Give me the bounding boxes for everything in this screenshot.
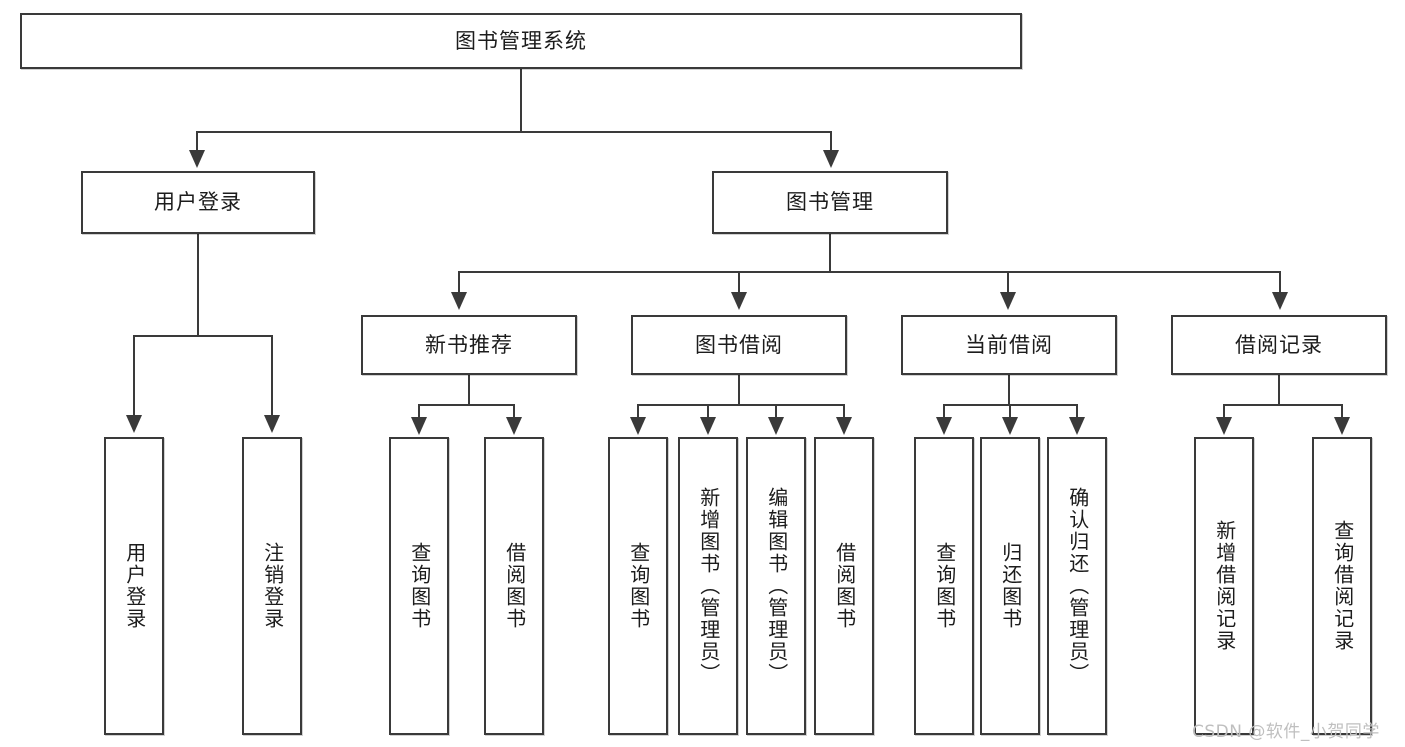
arrowhead-book-borrow	[731, 292, 747, 310]
arrowhead-leaf-edit-book	[768, 417, 784, 435]
node-leaf-edit-book-label: 编辑图书（管理员）	[764, 487, 789, 685]
node-root[interactable]: 图书管理系统	[20, 13, 1022, 69]
edge-root-bus	[196, 131, 832, 133]
arrowhead-leaf-query-book-3	[936, 417, 952, 435]
arrowhead-book-manage	[823, 150, 839, 168]
edge-user-login-to-leaf-login	[133, 335, 135, 419]
node-root-label: 图书管理系统	[455, 28, 587, 53]
arrowhead-leaf-logout	[264, 415, 280, 433]
node-book-manage[interactable]: 图书管理	[712, 171, 948, 234]
edge-root-trunk	[520, 68, 522, 132]
node-leaf-borrow-book-2[interactable]: 借阅图书	[814, 437, 874, 735]
node-leaf-query-book-3[interactable]: 查询图书	[914, 437, 974, 735]
edge-book-borrow-trunk	[738, 374, 740, 405]
arrowhead-leaf-user-login	[126, 415, 142, 433]
node-book-borrow-label: 图书借阅	[695, 332, 783, 357]
node-leaf-confirm-return[interactable]: 确认归还（管理员）	[1047, 437, 1107, 735]
edge-user-login-bus	[133, 335, 273, 337]
arrowhead-leaf-confirm-return	[1069, 417, 1085, 435]
node-leaf-query-record-label: 查询借阅记录	[1330, 520, 1355, 652]
arrowhead-leaf-add-record	[1216, 417, 1232, 435]
node-leaf-edit-book[interactable]: 编辑图书（管理员）	[746, 437, 806, 735]
arrowhead-leaf-query-book-1	[411, 417, 427, 435]
arrowhead-current-borrow	[1000, 292, 1016, 310]
edge-borrow-record-to-query	[1341, 404, 1343, 420]
edge-book-borrow-bus	[637, 404, 844, 406]
edge-borrow-record-bus	[1223, 404, 1342, 406]
node-leaf-borrow-book-1[interactable]: 借阅图书	[484, 437, 544, 735]
edge-current-borrow-to-confirm	[1076, 404, 1078, 420]
node-current-borrow-label: 当前借阅	[965, 332, 1053, 357]
node-leaf-logout[interactable]: 注销登录	[242, 437, 302, 735]
arrowhead-user-login	[189, 150, 205, 168]
edge-book-borrow-to-edit	[775, 404, 777, 420]
node-leaf-query-book-1[interactable]: 查询图书	[389, 437, 449, 735]
edge-current-borrow-to-return	[1009, 404, 1011, 420]
edge-book-manage-to-current-borrow	[1007, 271, 1009, 295]
edge-borrow-record-trunk	[1278, 374, 1280, 405]
edge-current-borrow-to-query	[943, 404, 945, 420]
node-leaf-borrow-book-2-label: 借阅图书	[832, 542, 857, 630]
edge-book-borrow-to-borrow	[843, 404, 845, 420]
node-leaf-add-record-label: 新增借阅记录	[1212, 520, 1237, 652]
edge-current-borrow-trunk	[1008, 374, 1010, 405]
edge-root-to-book-manage	[830, 131, 832, 156]
arrowhead-leaf-borrow-book-2	[836, 417, 852, 435]
node-leaf-query-book-3-label: 查询图书	[932, 542, 957, 630]
node-leaf-add-book[interactable]: 新增图书（管理员）	[678, 437, 738, 735]
node-leaf-confirm-return-label: 确认归还（管理员）	[1065, 487, 1090, 685]
edge-book-manage-to-book-borrow	[738, 271, 740, 295]
node-leaf-return-book-label: 归还图书	[998, 542, 1023, 630]
node-leaf-borrow-book-1-label: 借阅图书	[502, 542, 527, 630]
node-user-login-label: 用户登录	[154, 190, 242, 215]
node-new-book-rec-label: 新书推荐	[425, 332, 513, 357]
node-current-borrow[interactable]: 当前借阅	[901, 315, 1117, 375]
node-leaf-query-record[interactable]: 查询借阅记录	[1312, 437, 1372, 735]
edge-root-to-user-login	[196, 131, 198, 156]
edge-book-manage-to-new-book-rec	[458, 271, 460, 295]
arrowhead-borrow-record	[1272, 292, 1288, 310]
edge-new-book-rec-to-borrow	[513, 404, 515, 420]
node-leaf-add-record[interactable]: 新增借阅记录	[1194, 437, 1254, 735]
arrowhead-leaf-query-record	[1334, 417, 1350, 435]
node-leaf-query-book-1-label: 查询图书	[407, 542, 432, 630]
node-leaf-return-book[interactable]: 归还图书	[980, 437, 1040, 735]
edge-book-borrow-to-add	[707, 404, 709, 420]
node-borrow-record-label: 借阅记录	[1235, 332, 1323, 357]
edge-new-book-rec-trunk	[468, 374, 470, 405]
edge-book-borrow-to-query	[637, 404, 639, 420]
edge-user-login-to-leaf-logout	[271, 335, 273, 419]
edge-new-book-rec-to-query	[418, 404, 420, 420]
node-leaf-query-book-2[interactable]: 查询图书	[608, 437, 668, 735]
node-leaf-user-login[interactable]: 用户登录	[104, 437, 164, 735]
node-user-login[interactable]: 用户登录	[81, 171, 315, 234]
watermark-text: CSDN @软件_小贺同学	[1192, 722, 1380, 742]
edge-book-manage-bus	[458, 271, 1281, 273]
edge-book-manage-trunk	[829, 233, 831, 273]
edge-book-manage-to-borrow-record	[1279, 271, 1281, 295]
edge-new-book-rec-bus	[418, 404, 515, 406]
node-new-book-rec[interactable]: 新书推荐	[361, 315, 577, 375]
node-leaf-user-login-label: 用户登录	[122, 542, 147, 630]
node-book-borrow[interactable]: 图书借阅	[631, 315, 847, 375]
edge-borrow-record-to-add	[1223, 404, 1225, 420]
node-leaf-add-book-label: 新增图书（管理员）	[696, 487, 721, 685]
arrowhead-leaf-borrow-book-1	[506, 417, 522, 435]
node-borrow-record[interactable]: 借阅记录	[1171, 315, 1387, 375]
node-book-manage-label: 图书管理	[786, 190, 874, 215]
arrowhead-leaf-add-book	[700, 417, 716, 435]
arrowhead-leaf-query-book-2	[630, 417, 646, 435]
node-leaf-query-book-2-label: 查询图书	[626, 542, 651, 630]
edge-user-login-trunk	[197, 233, 199, 336]
node-leaf-logout-label: 注销登录	[260, 542, 285, 630]
arrowhead-new-book-rec	[451, 292, 467, 310]
arrowhead-leaf-return-book	[1002, 417, 1018, 435]
